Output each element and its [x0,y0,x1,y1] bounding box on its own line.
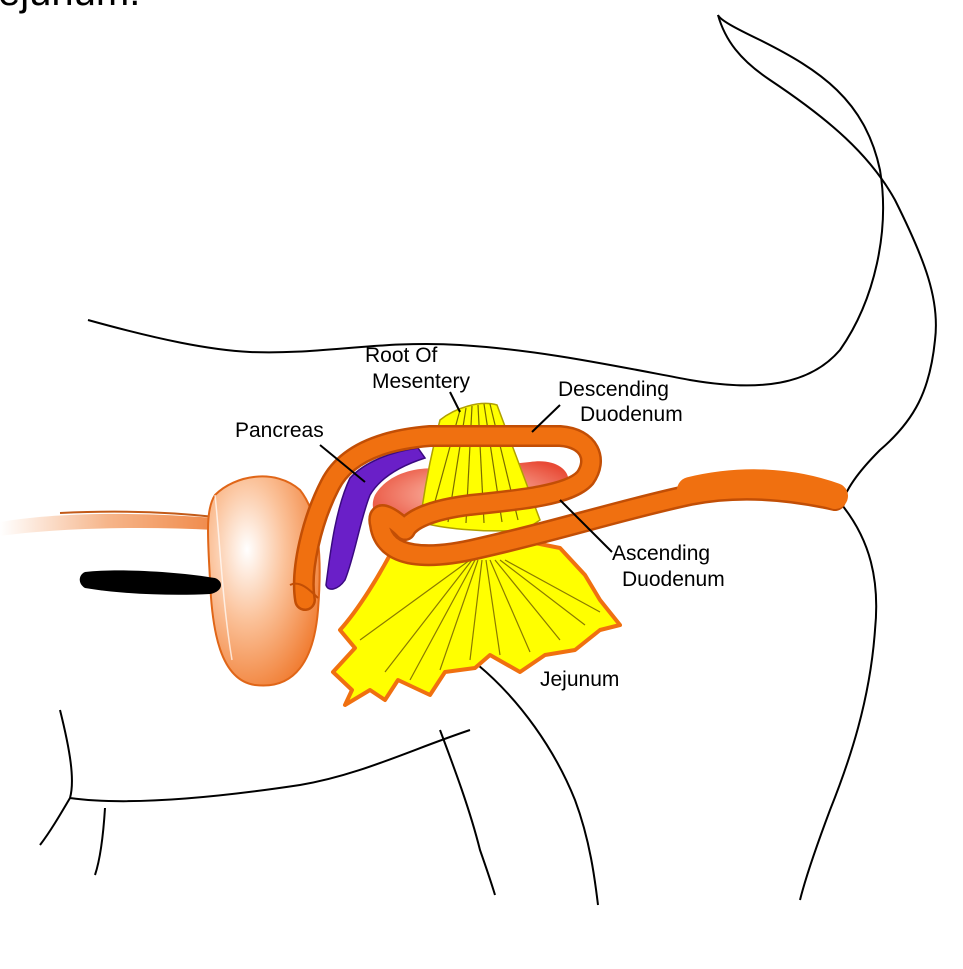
label-jejunum: Jejunum [540,668,619,691]
back-outline [87,14,885,387]
body-outline [39,14,937,906]
inner-leg-outline [439,729,496,896]
jejunum-mesentery-rays [359,559,601,681]
redaction-scribble [79,570,222,595]
root-leader [449,391,461,413]
jejunum-segment [677,469,848,509]
ascending-leader [559,499,613,553]
hind-leg-outline [799,504,878,901]
cropped-header-text: ejunum. [0,0,140,15]
label-descending-duodenum-line2: Duodenum [580,403,683,426]
label-descending-duodenum-line1: Descending [558,378,669,401]
front-leg-outline [39,797,106,876]
label-pancreas: Pancreas [235,419,324,442]
intestine [292,425,848,611]
leader-lines [319,391,613,553]
label-root-of-mesentery-line1: Root Of [365,344,438,367]
descending-duodenum [295,427,600,609]
esophagus [0,513,215,536]
pancreas-leader [319,444,366,483]
descending-leader [531,404,561,433]
label-ascending-duodenum-line1: Ascending [612,542,710,565]
tail-outline [717,14,937,506]
belly-outline [59,709,471,803]
label-root-of-mesentery-line2: Mesentery [372,370,471,393]
pylorus [289,582,319,599]
stomach-fold [214,494,233,661]
label-ascending-duodenum-line2: Duodenum [622,568,725,591]
thigh-outline [477,664,599,906]
esophagus-edge [59,510,216,518]
jejunum-mesentery [331,538,622,707]
